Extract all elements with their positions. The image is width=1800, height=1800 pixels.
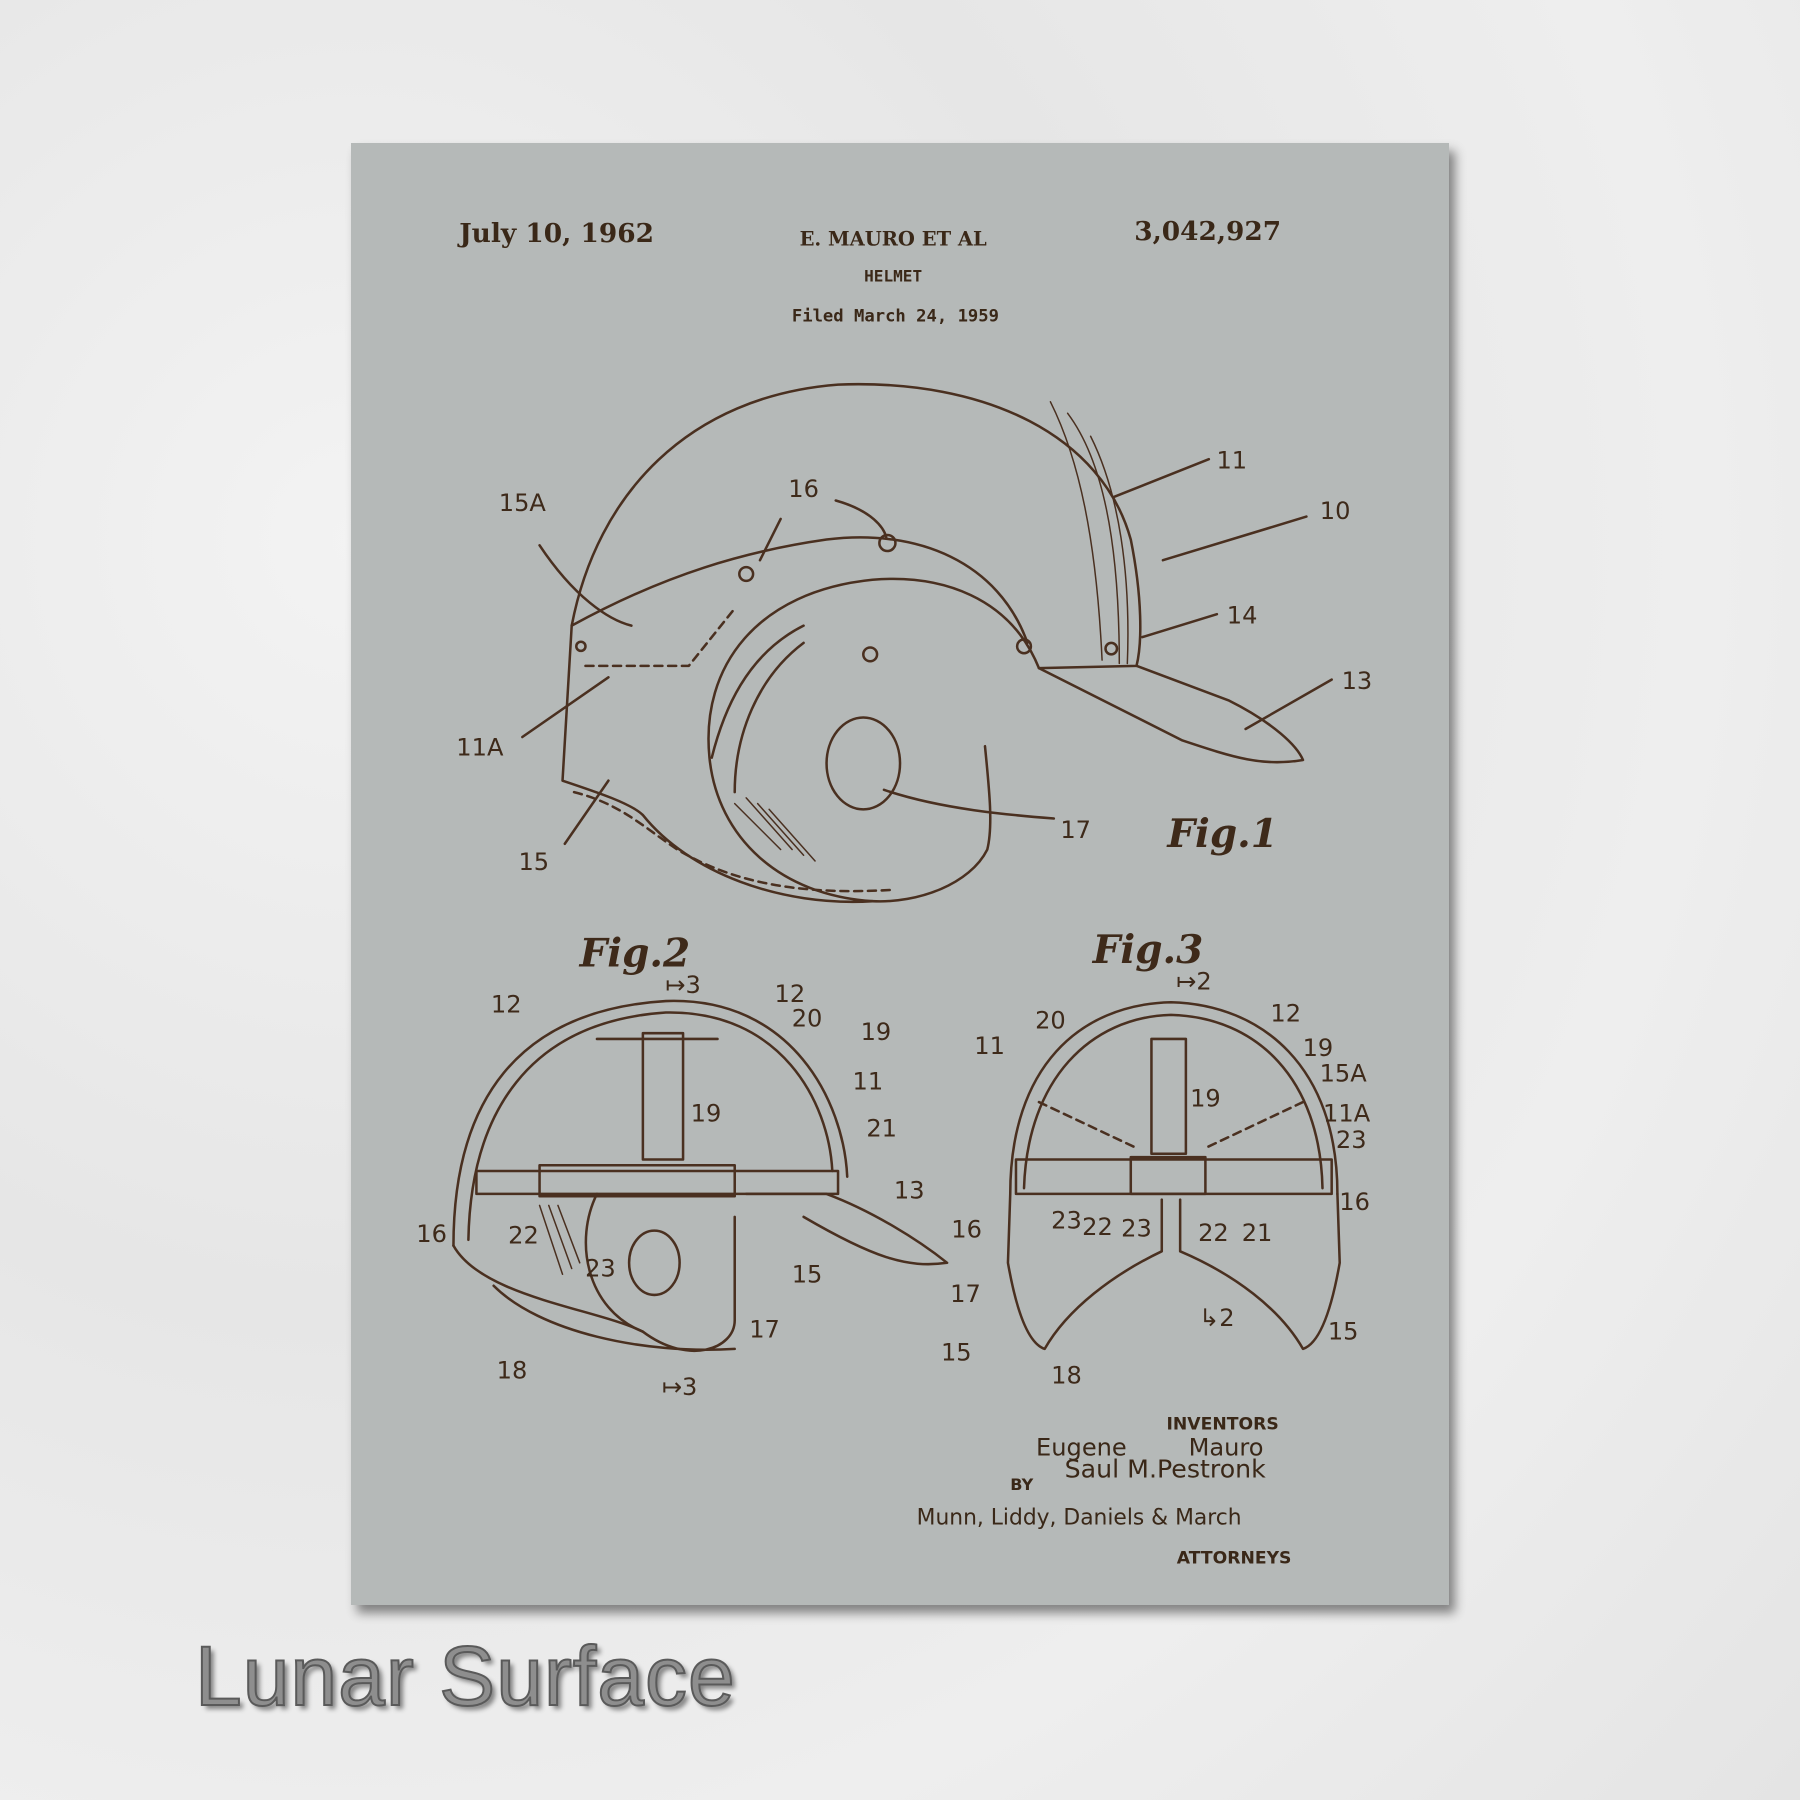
fig1-title: Fig.1 <box>1166 811 1278 857</box>
patent-number: 3,042,927 <box>1134 216 1281 247</box>
fig3-part-label: 16 <box>1339 1188 1370 1216</box>
inventor-first-signature: Eugene <box>1036 1434 1127 1462</box>
fig3-title: Fig.3 <box>1092 927 1204 973</box>
patent-date: July 10, 1962 <box>457 218 654 249</box>
fig3-part-label: 12 <box>1270 1000 1301 1028</box>
fig3-part-label: ↳2 <box>1199 1304 1235 1332</box>
fig3-part-label: 22 <box>1082 1213 1113 1241</box>
fig1-helmet-side-view <box>521 382 1333 904</box>
filed-date: Filed March 24, 1959 <box>792 306 999 326</box>
inventors-label: INVENTORS <box>1166 1414 1278 1434</box>
fig2-part-label: ↦3 <box>665 971 701 999</box>
fig3-part-label: 23 <box>1121 1214 1152 1242</box>
by-label: BY <box>1010 1475 1033 1494</box>
fig2-part-label: 20 <box>792 1004 823 1032</box>
fig2-part-label: 18 <box>497 1357 528 1385</box>
fig3-part-label: 15A <box>1320 1059 1368 1087</box>
attorneys-label: ATTORNEYS <box>1177 1549 1292 1569</box>
fig3-part-label: 23 <box>1336 1126 1367 1154</box>
fig1-part-label: 13 <box>1342 667 1373 695</box>
fig1-part-label: 17 <box>1060 816 1091 844</box>
fig3-helmet-front <box>1006 1000 1341 1351</box>
fig2-part-label: 17 <box>749 1315 780 1343</box>
fig1-part-label: 11A <box>456 733 504 761</box>
fig3-part-label: 18 <box>1051 1361 1082 1389</box>
fig3-part-label: 22 <box>1198 1219 1229 1247</box>
fig1-part-label: 14 <box>1227 601 1258 629</box>
fig3-part-label: 17 <box>950 1280 981 1308</box>
fig2-part-label: 19 <box>691 1100 722 1128</box>
fig3-part-label: 21 <box>1242 1219 1273 1247</box>
fig2-helmet-cutaway <box>452 999 949 1352</box>
attorneys-names: Munn, Liddy, Daniels & March <box>917 1506 1242 1531</box>
fig2-part-label: 19 <box>861 1018 892 1046</box>
fig2-part-label: 11 <box>853 1067 884 1095</box>
inventor-header: E. MAURO ET AL <box>800 228 987 251</box>
fig1-part-label: 11 <box>1216 446 1247 474</box>
inventor-last-signature: Mauro <box>1189 1434 1264 1462</box>
fig2-part-label: 21 <box>866 1115 897 1143</box>
fig2-part-label: 12 <box>491 991 522 1019</box>
fig3-part-label: 15 <box>941 1338 972 1366</box>
fig2-part-label: 22 <box>508 1221 539 1249</box>
fig3-part-label: 15 <box>1328 1318 1359 1346</box>
patent-title: HELMET <box>864 266 922 285</box>
fig1-part-label: 15A <box>499 489 547 517</box>
fig3-part-label: 23 <box>1051 1206 1082 1234</box>
fig1-part-label: 16 <box>788 475 819 503</box>
fig3-part-label: 19 <box>1303 1034 1334 1062</box>
fig2-part-label: 15 <box>792 1260 823 1288</box>
fig2-part-label: 16 <box>416 1220 447 1248</box>
fig2-part-label: 12 <box>774 980 805 1008</box>
fig2-part-label: ↦3 <box>662 1373 698 1401</box>
fig3-part-label: 20 <box>1035 1007 1066 1035</box>
fig2-part-label: 23 <box>585 1255 616 1283</box>
fig3-part-label: 19 <box>1190 1085 1221 1113</box>
fig3-part-label: 11 <box>974 1032 1005 1060</box>
color-name-caption: Lunar Surface <box>194 1628 736 1724</box>
fig2-part-label: 13 <box>894 1177 925 1205</box>
fig1-part-label: 15 <box>518 848 549 876</box>
fig2-title: Fig.2 <box>579 931 691 977</box>
fig1-part-label: 10 <box>1320 497 1351 525</box>
fig3-part-label: 11A <box>1323 1100 1371 1128</box>
signer-signature: Saul M.Pestronk <box>1065 1454 1267 1483</box>
fig3-part-label: 16 <box>951 1216 982 1244</box>
fig3-part-label: ↦2 <box>1176 968 1212 996</box>
